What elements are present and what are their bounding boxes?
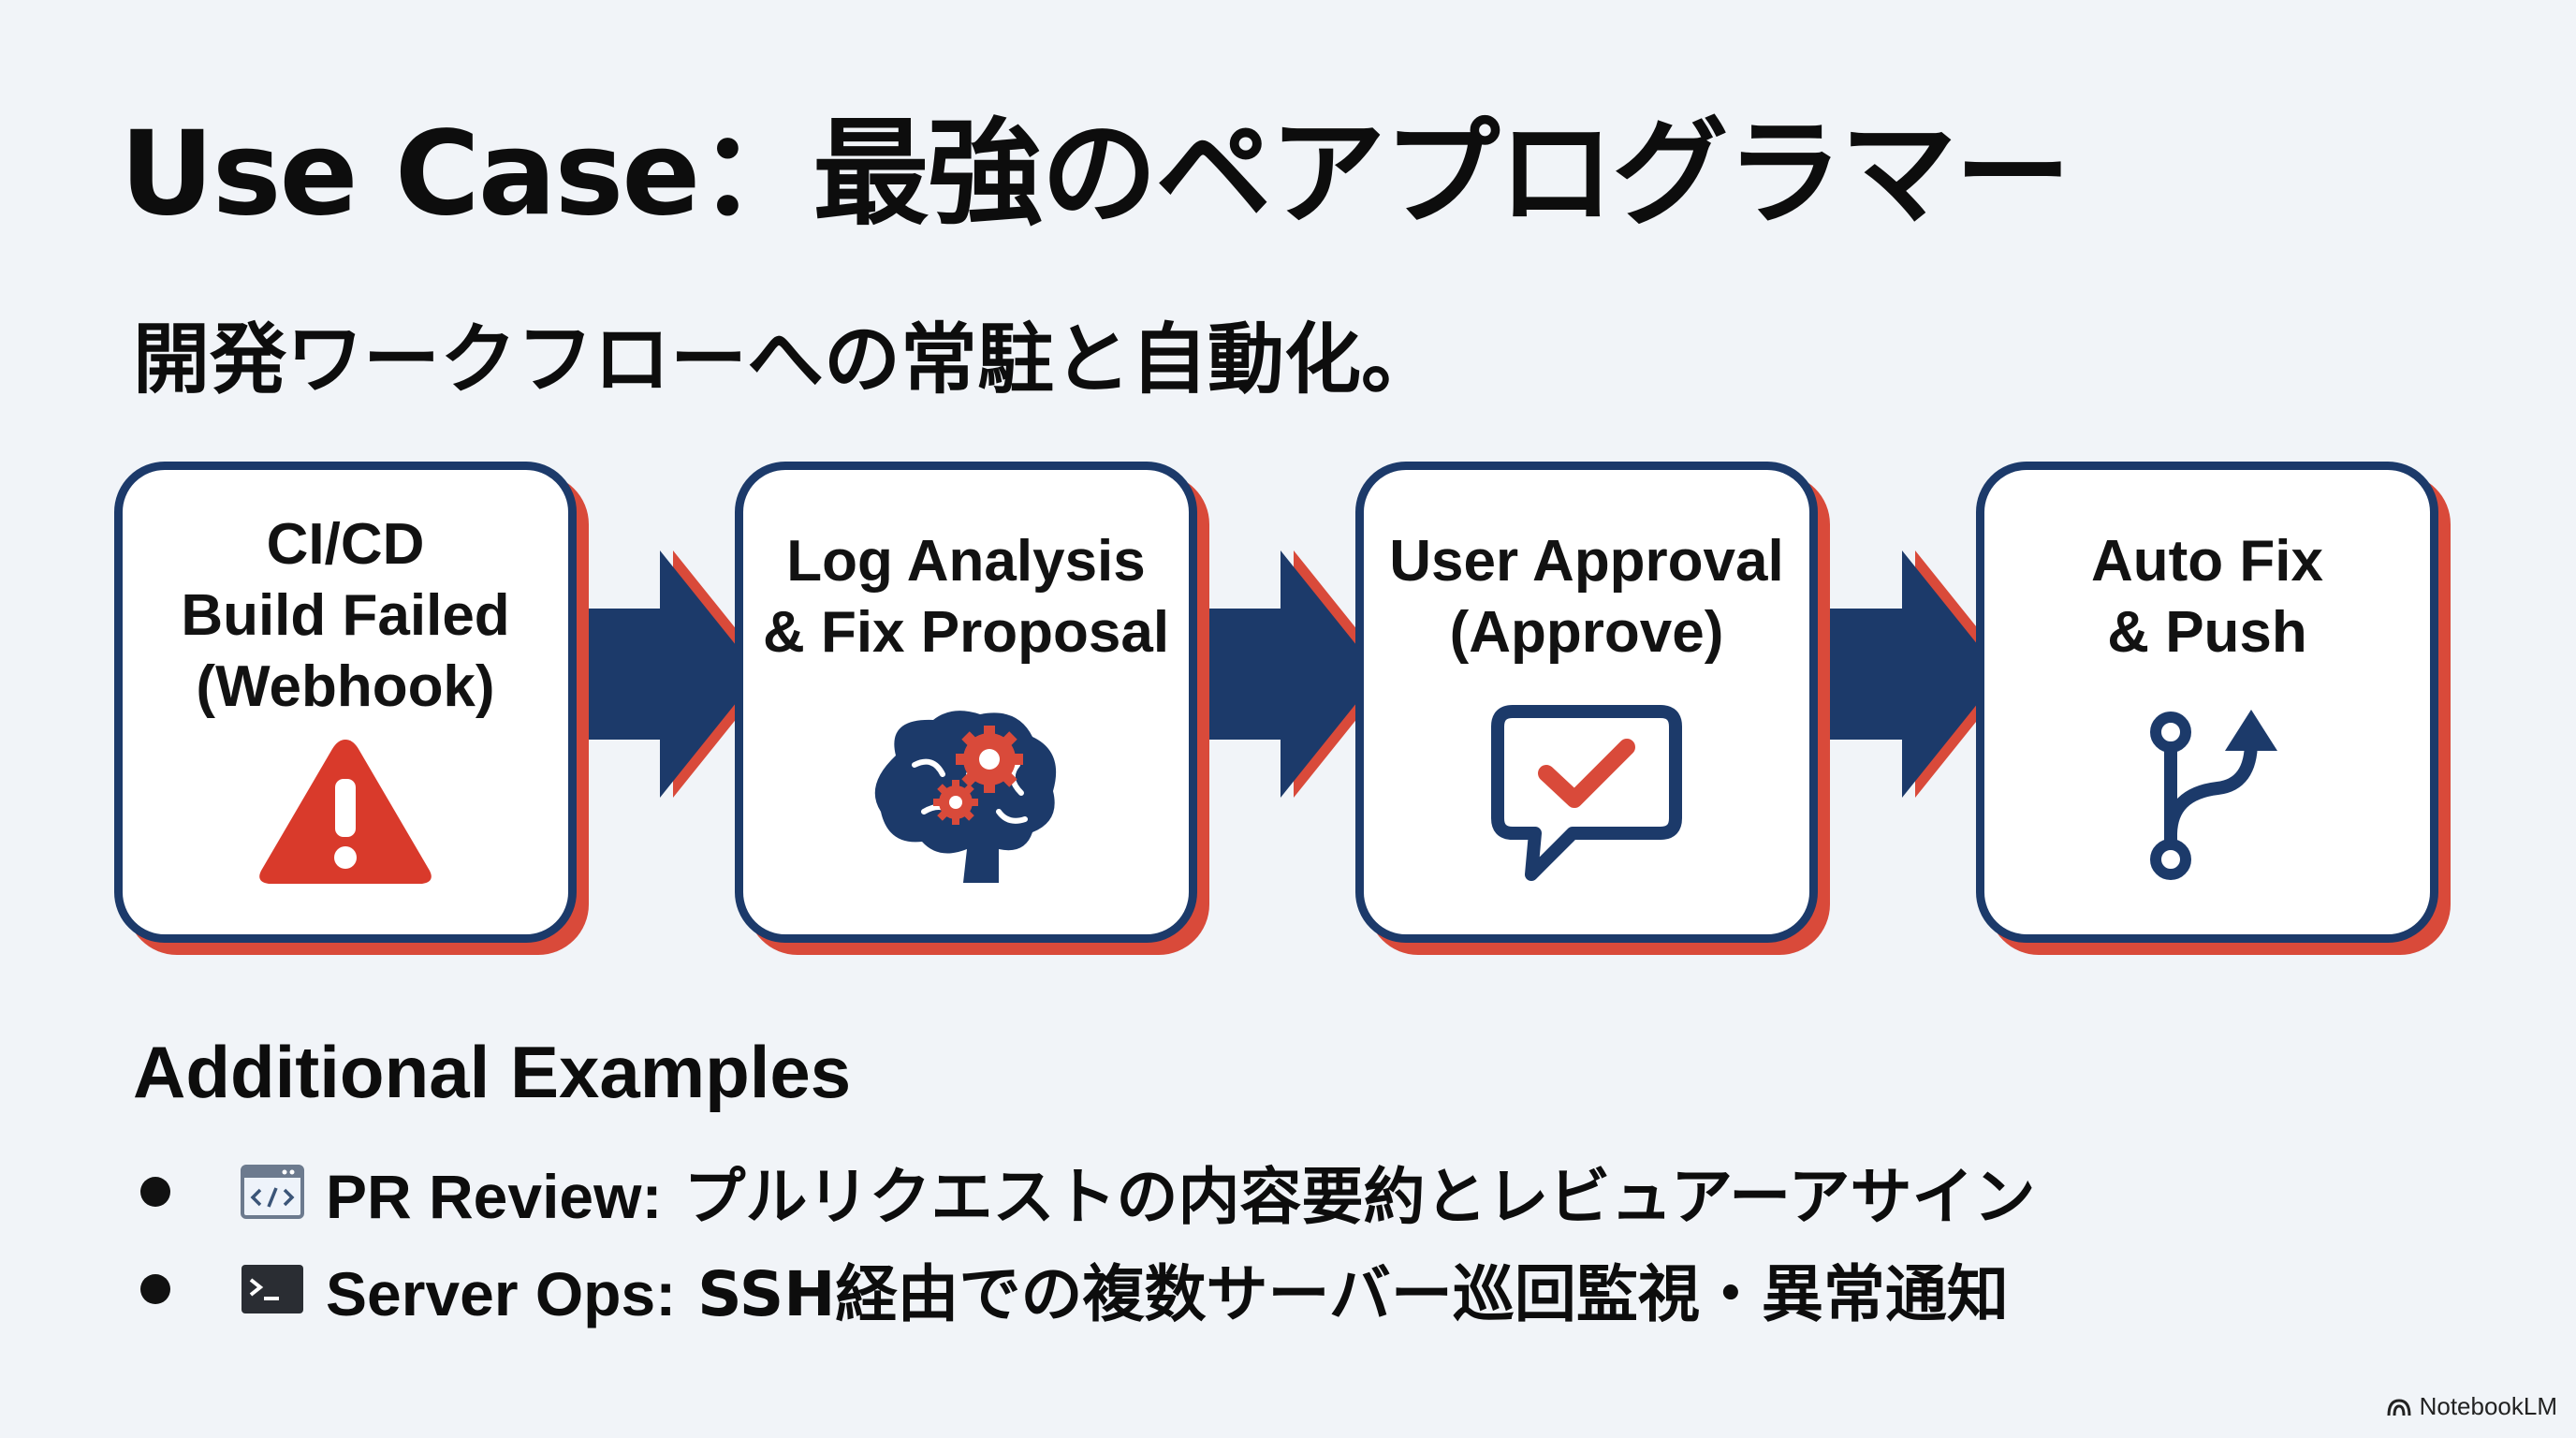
bullet-dot (140, 1274, 170, 1304)
example-text: Server Ops: SSH経由での複数サーバー巡回監視・異常通知 (326, 1258, 2009, 1330)
step-label: CI/CD Build Failed (Webhook) (181, 512, 510, 719)
step-label: Auto Fix & Push (2091, 529, 2323, 665)
terminal-icon (242, 1265, 303, 1313)
example-pr-review: PR Review: プルリクエストの内容要約とレビュアーアサイン (140, 1150, 2036, 1234)
code-window-icon (241, 1165, 304, 1219)
warning-icon (259, 740, 432, 884)
brand-label: NotebookLM (2419, 1392, 2557, 1420)
example-server-ops: Server Ops: SSH経由での複数サーバー巡回監視・異常通知 (140, 1247, 2009, 1331)
step-label: Log Analysis & Fix Proposal (762, 529, 1170, 665)
step-label: User Approval (Approve) (1389, 529, 1784, 665)
flow-arrow-2 (1196, 550, 1393, 798)
additional-examples-heading: Additional Examples (133, 1031, 852, 1113)
step-build-failed: CI/CD Build Failed (Webhook) (114, 462, 577, 943)
notebooklm-branding: NotebookLM (2386, 1392, 2557, 1421)
slide-title: Use Case：最強のペアプログラマー (120, 107, 2071, 242)
example-text: PR Review: プルリクエストの内容要約とレビュアーアサイン (326, 1161, 2036, 1233)
flow-arrow-3 (1818, 550, 2014, 798)
chat-check-icon (1491, 705, 1682, 881)
step-user-approval: User Approval (Approve) (1355, 462, 1818, 943)
step-auto-fix: Auto Fix & Push (1976, 462, 2438, 943)
brain-gears-icon (874, 711, 1057, 883)
bullet-dot (140, 1177, 170, 1207)
notebooklm-logo-icon (2387, 1398, 2411, 1416)
step-log-analysis: Log Analysis & Fix Proposal (735, 462, 1197, 943)
slide-subtitle: 開発ワークフローへの常駐と自動化。 (133, 315, 1439, 404)
git-branch-icon (2150, 710, 2277, 880)
flow-arrow-1 (576, 550, 772, 798)
